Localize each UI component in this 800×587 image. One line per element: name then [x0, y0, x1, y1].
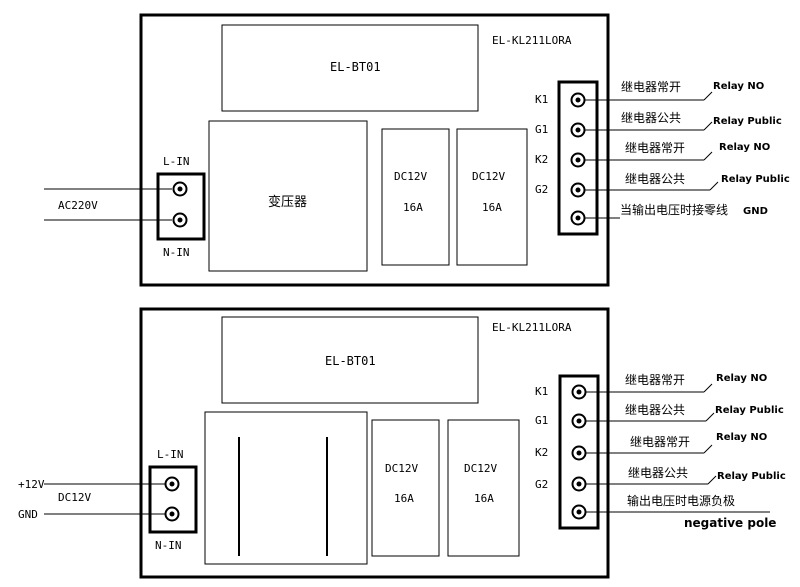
- bottom-terminal-code: K1: [535, 385, 548, 398]
- bottom-input-terminal: [148, 465, 198, 534]
- bottom-output-wire-bend: [707, 475, 717, 485]
- bottom-gnd-label: GND: [18, 508, 38, 521]
- top-output-screw-dot: [575, 127, 581, 133]
- bottom-relay-1-voltage: DC12V: [385, 462, 418, 475]
- bottom-board: EL-KL211LORA EL-BT01 DC12V 16A DC12V 16A…: [18, 307, 786, 579]
- top-relay-2-voltage: DC12V: [472, 170, 505, 183]
- top-relay-1-voltage: DC12V: [394, 170, 427, 183]
- top-terminal-en: Relay Public: [721, 174, 790, 185]
- bottom-terminal-en: Relay NO: [716, 373, 767, 384]
- bottom-bt01-label: EL-BT01: [325, 354, 376, 368]
- top-terminal-cn: 当输出电压时接零线: [620, 202, 728, 217]
- bottom-relay-2-current: 16A: [474, 492, 494, 505]
- top-relay-1-current: 16A: [403, 201, 423, 214]
- bottom-terminal-code: G2: [535, 478, 548, 491]
- top-model-label: EL-KL211LORA: [492, 34, 572, 47]
- bottom-terminal-cn: 继电器公共: [625, 403, 685, 417]
- top-l-in-label: L-IN: [163, 155, 190, 168]
- bottom-relay-1-current: 16A: [394, 492, 414, 505]
- bottom-terminal-cn: 继电器常开: [625, 373, 685, 387]
- top-board-outline: [139, 13, 610, 287]
- bottom-terminal-en: Relay Public: [715, 405, 784, 416]
- bottom-output-terminal: [558, 374, 600, 530]
- bottom-output-screw-dot: [576, 481, 582, 487]
- top-terminal-cn: 继电器常开: [621, 80, 681, 94]
- bottom-terminal-en: Relay Public: [717, 471, 786, 482]
- bottom-terminal-cn: 继电器公共: [628, 466, 688, 480]
- top-output-wire-bend: [703, 91, 713, 101]
- top-terminal-cn: 继电器公共: [625, 172, 685, 186]
- top-relay-2: [456, 128, 528, 266]
- top-input-terminal: [156, 172, 206, 241]
- top-relay-1: [381, 128, 450, 266]
- bottom-input-screw-1-dot: [169, 481, 175, 487]
- bottom-relay-2-voltage: DC12V: [464, 462, 497, 475]
- top-n-in-label: N-IN: [163, 246, 190, 259]
- bottom-board-outline: [139, 307, 610, 579]
- top-bt01-module: [221, 24, 479, 112]
- bottom-output-screw-dot: [576, 509, 582, 515]
- top-transformer: [208, 120, 368, 272]
- top-transformer-label: 变压器: [268, 194, 307, 210]
- top-board: EL-KL211LORA EL-BT01 变压器 DC12V 16A DC12V…: [44, 13, 790, 287]
- bottom-l-in-label: L-IN: [157, 448, 184, 461]
- top-terminal-code: K1: [535, 93, 548, 106]
- top-terminal-cn: 继电器公共: [621, 111, 681, 125]
- bottom-relay-1: [371, 419, 440, 557]
- top-terminal-en: Relay NO: [713, 81, 764, 92]
- top-output-screw-dot: [575, 215, 581, 221]
- top-output-wire-bend: [703, 151, 713, 161]
- bottom-model-label: EL-KL211LORA: [492, 321, 572, 334]
- top-output-screw-dot: [575, 157, 581, 163]
- bottom-terminal-en: Relay NO: [716, 432, 767, 443]
- bottom-output-screw-dot: [576, 418, 582, 424]
- bottom-output-screw-dot: [576, 450, 582, 456]
- top-terminal-code: G2: [535, 183, 548, 196]
- top-input-screw-2-dot: [177, 217, 183, 223]
- top-terminal-en: Relay Public: [713, 116, 782, 127]
- bottom-n-in-label: N-IN: [155, 539, 182, 552]
- bottom-terminal-code: K2: [535, 446, 548, 459]
- bottom-output-wire-bend: [703, 383, 713, 393]
- top-output-screw-dot: [575, 187, 581, 193]
- bottom-output-rows: K1 继电器常开 Relay NO G1 继电器公共 Relay Public …: [535, 373, 786, 530]
- bottom-input-screw-2-dot: [169, 511, 175, 517]
- top-input-screw-2: [172, 212, 188, 228]
- top-terminal-en: Relay NO: [719, 142, 770, 153]
- top-relay-2-current: 16A: [482, 201, 502, 214]
- top-output-rows: K1 继电器常开 Relay NO G1 继电器公共 Relay Public …: [535, 80, 790, 226]
- bottom-terminal-cn: 输出电压时电源负极: [627, 493, 735, 508]
- bottom-terminal-cn: 继电器常开: [630, 435, 690, 449]
- top-supply-label: AC220V: [58, 199, 98, 212]
- top-output-wire-bend: [709, 181, 719, 191]
- bottom-transformer: [204, 411, 368, 565]
- top-output-terminal: [557, 80, 599, 236]
- bottom-output-screw-dot: [576, 389, 582, 395]
- bottom-supply-label: DC12V: [58, 491, 91, 504]
- bottom-plus-label: +12V: [18, 478, 45, 491]
- top-input-screw-1-dot: [177, 186, 183, 192]
- bottom-terminal-en: negative pole: [684, 516, 776, 530]
- top-output-wire-bend: [703, 121, 713, 131]
- top-terminal-cn: 继电器常开: [625, 141, 685, 155]
- bottom-output-wire-bend: [703, 444, 713, 454]
- bottom-output-wire-bend: [705, 412, 715, 422]
- top-terminal-en: GND: [743, 206, 768, 217]
- top-terminal-code: G1: [535, 123, 548, 136]
- top-input-screw-1: [172, 181, 188, 197]
- top-terminal-code: K2: [535, 153, 548, 166]
- bottom-input-screw-1: [164, 476, 180, 492]
- bottom-bt01-module: [221, 316, 479, 404]
- bottom-terminal-code: G1: [535, 414, 548, 427]
- bottom-relay-2: [447, 419, 520, 557]
- bottom-input-screw-2: [164, 506, 180, 522]
- top-output-screw-dot: [575, 97, 581, 103]
- top-bt01-label: EL-BT01: [330, 60, 381, 74]
